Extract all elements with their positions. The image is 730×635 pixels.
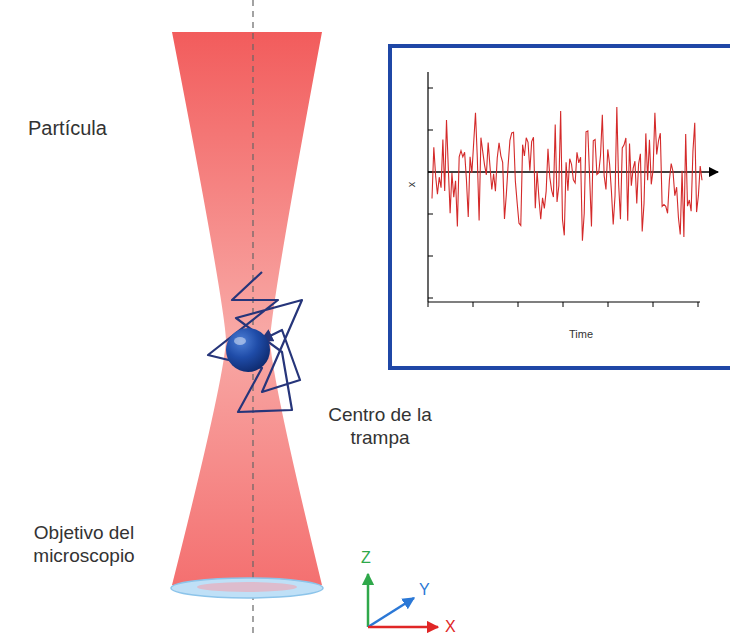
- objective-label: Objetivo del microscopio: [14, 522, 154, 568]
- optical-axis: [252, 0, 253, 635]
- plot-axis-label: x: [405, 177, 418, 193]
- y-axis-arrow: [368, 598, 414, 627]
- laser-beam: [172, 32, 322, 585]
- plot-axis-label: Time: [556, 328, 606, 341]
- position-signal: [432, 107, 702, 241]
- plot-y-axis: [427, 72, 428, 302]
- lens-focus-spot: [197, 582, 297, 592]
- x-axis-arrow: [368, 626, 438, 629]
- particle-highlight: [234, 337, 246, 345]
- trap-center-label: Centro de la trampa: [322, 404, 438, 450]
- part-label: Partícula: [28, 116, 158, 140]
- inset-frame: [390, 46, 730, 368]
- trapped-particle: [226, 328, 270, 372]
- axis-name: Y: [419, 580, 439, 599]
- objective-lens: [171, 578, 323, 598]
- plot-bottom-axis: [428, 301, 700, 302]
- z-axis-arrow: [367, 574, 370, 627]
- brownian-path: [208, 272, 302, 412]
- axis-name: X: [445, 617, 465, 635]
- axis-name: Z: [361, 548, 381, 567]
